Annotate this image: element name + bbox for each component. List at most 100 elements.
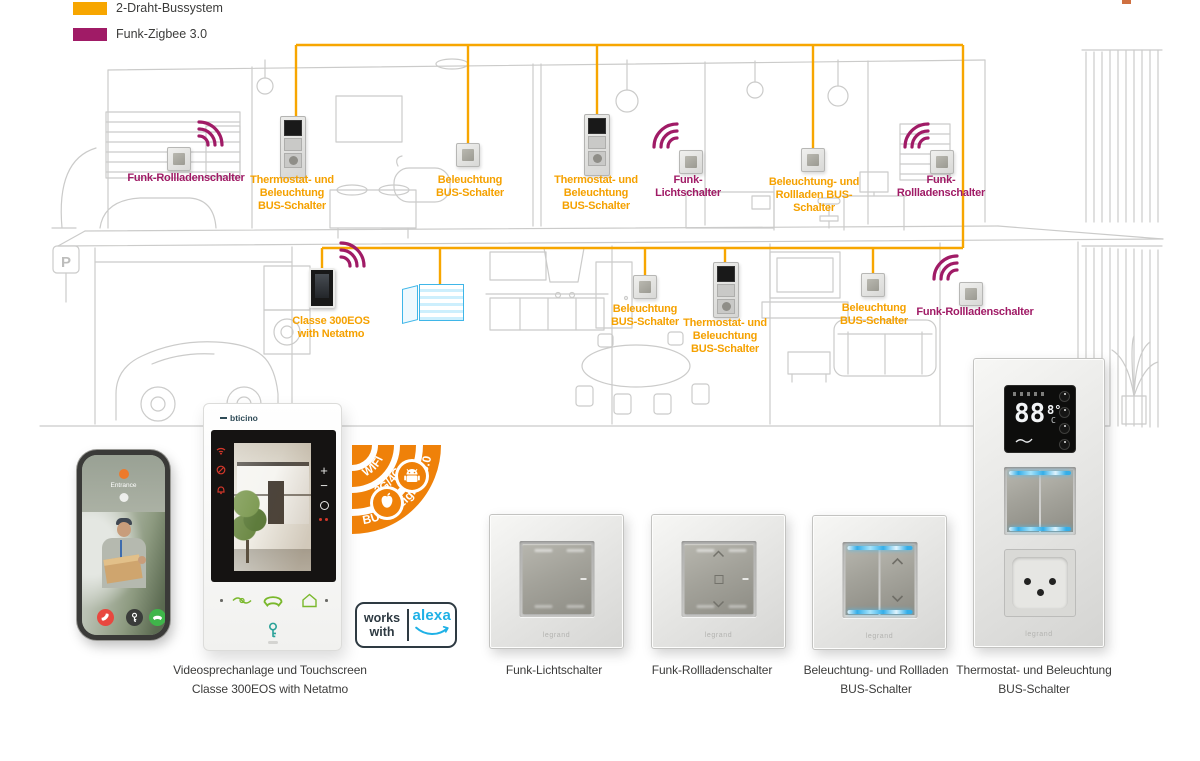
stop-square-icon xyxy=(714,574,723,584)
door-camera-view xyxy=(82,512,165,635)
patio-plant xyxy=(1111,335,1159,425)
wall-switch-funk-licht xyxy=(679,150,703,174)
courier-face xyxy=(116,522,131,537)
exclude-status-icon xyxy=(216,465,226,475)
module-switch xyxy=(717,284,735,297)
upper-fence xyxy=(1081,49,1163,223)
wifi-status-icon xyxy=(216,447,226,455)
door-release-icon xyxy=(302,593,317,608)
bus-color-swatch xyxy=(73,1,107,15)
accept-call-button xyxy=(149,609,165,626)
bathroom xyxy=(329,95,451,239)
brand-text: bticino xyxy=(230,413,258,423)
doorbell-app-icon xyxy=(118,469,129,479)
wall-module-thermostat-upper-mid xyxy=(584,114,610,176)
rocker-right xyxy=(1041,470,1073,532)
legrand-logo: legrand xyxy=(704,632,733,639)
intercom-button-row xyxy=(204,590,341,612)
parking-sign: P xyxy=(52,245,80,303)
temperature-digits: 88 xyxy=(1014,399,1046,429)
bell-status-icon xyxy=(217,486,225,495)
device-label: Thermostat- und Beleuchtung BUS-Schalter xyxy=(250,174,334,212)
alexa-wordmark: alexa xyxy=(409,608,456,641)
apple-badge xyxy=(370,486,404,520)
signal-arcs xyxy=(351,444,441,534)
legrand-logo: legrand xyxy=(865,633,894,640)
product-funk-rollladenschalter: legrand xyxy=(651,514,786,649)
answer-phone-icon xyxy=(263,596,283,607)
led-strip-top xyxy=(1009,471,1071,475)
apple-icon xyxy=(381,492,393,508)
bus-wiring xyxy=(294,43,965,284)
legend-item-zigbee: Funk-Zigbee 3.0 xyxy=(73,27,207,41)
mode-knob xyxy=(1059,407,1070,418)
android-badge xyxy=(395,459,429,493)
up-arrow-icon xyxy=(891,557,903,565)
module-display xyxy=(284,120,302,136)
led-window xyxy=(742,578,748,580)
indicator-dot xyxy=(220,599,223,602)
switch-rocker xyxy=(684,544,753,614)
zigbee-color-swatch xyxy=(73,27,107,41)
legend-label: 2-Draht-Bussystem xyxy=(116,1,223,15)
product-caption: Thermostat- und Beleuchtung BUS-Schalter xyxy=(956,663,1112,696)
product-caption: Funk-Lichtschalter xyxy=(505,663,603,677)
led-strip-top xyxy=(847,546,912,550)
device-label: Classe 300EOS with Netatmo xyxy=(292,315,370,340)
parking-letter: P xyxy=(61,254,71,271)
speaker-slot xyxy=(267,641,278,644)
partial-logo-fragment xyxy=(1122,0,1131,4)
phone-screen: Entrance xyxy=(82,455,165,635)
down-arrow-icon xyxy=(712,600,725,608)
garage xyxy=(99,197,279,422)
device-label: Beleuchtung BUS-Schalter xyxy=(840,302,908,327)
wall-switch-funk-rollladen-upper-left xyxy=(167,147,191,171)
dining-set xyxy=(575,331,710,415)
wall-switch-funk-rollladen-ground xyxy=(959,282,983,306)
screen-controls: + − xyxy=(316,464,332,521)
ceiling-lamps xyxy=(256,58,849,113)
key-icon xyxy=(131,612,138,622)
wall-switch-beleuchtung-hall xyxy=(633,275,657,299)
wall-module-thermostat-ground xyxy=(713,262,739,318)
record-indicator xyxy=(319,518,329,521)
volume-down-icon: − xyxy=(320,478,328,493)
socket-face xyxy=(1012,557,1068,609)
badge-divider xyxy=(407,609,409,641)
socket-hole-left xyxy=(1024,577,1032,585)
switch-rocker xyxy=(462,149,474,161)
device-label: Funk-Rollladenschalter xyxy=(916,306,1034,318)
works-with-alexa-badge: works with alexa xyxy=(355,602,457,648)
module-display xyxy=(717,266,735,282)
device-label: Thermostat- und Beleuchtung BUS-Schalter xyxy=(683,317,767,355)
up-arrow-icon xyxy=(712,550,725,558)
module-knob xyxy=(717,299,735,314)
switch-rocker xyxy=(867,279,879,291)
mode-knob xyxy=(1059,423,1070,434)
wall-switch-beleuchtung-rollladen xyxy=(801,148,825,172)
device-label: Funk- Rollladenschalter xyxy=(896,174,986,199)
switch-rocker xyxy=(173,153,185,165)
product-caption: Funk-Rollladenschalter xyxy=(651,663,773,677)
distribution-cabinet xyxy=(402,284,466,324)
zigbee-waves xyxy=(197,120,959,281)
smartphone-video-call: Entrance xyxy=(77,450,170,640)
zigbee-waves-icon xyxy=(339,241,366,268)
wall-switch-funk-rollladen-upper-right xyxy=(930,150,954,174)
phone-down-icon xyxy=(101,613,109,621)
intercom-screen xyxy=(315,274,329,298)
caller-location-label: Entrance xyxy=(110,482,137,489)
module-display xyxy=(588,118,606,134)
wall-module-thermostat-upper-left xyxy=(280,116,306,178)
zigbee-waves-icon xyxy=(652,122,679,149)
switch-rocker xyxy=(936,156,948,168)
temperature-decimal: 8° xyxy=(1047,403,1062,417)
living-room xyxy=(761,251,937,383)
module-switch xyxy=(588,136,606,149)
switch-rocker xyxy=(685,156,697,168)
legend-label: Funk-Zigbee 3.0 xyxy=(116,27,208,41)
device-label: Funk-Rollladenschalter xyxy=(127,172,245,184)
rocker-right xyxy=(880,545,914,615)
